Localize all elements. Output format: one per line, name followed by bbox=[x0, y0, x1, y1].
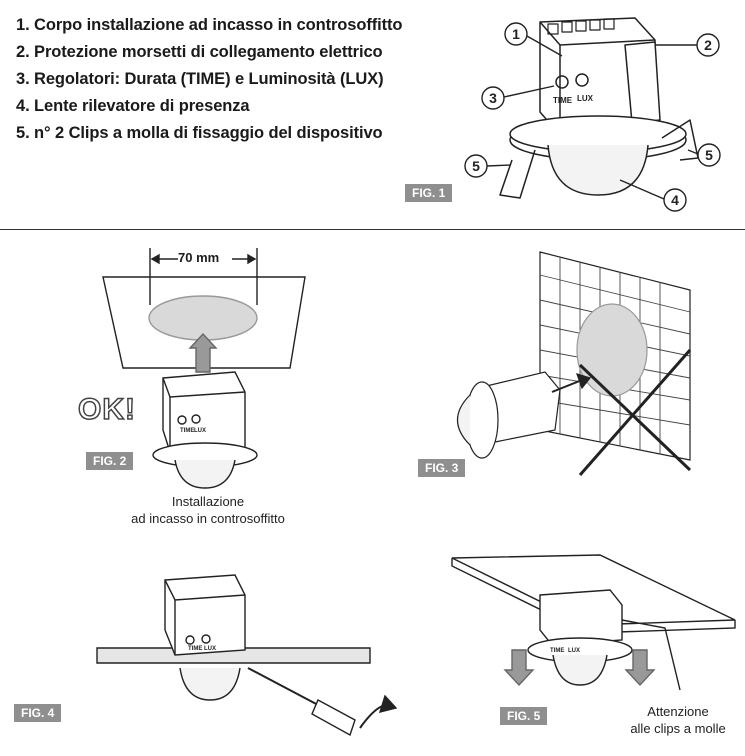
callout-3: 3 bbox=[489, 90, 497, 106]
parts-list-item: 4. Lente rilevatore di presenza bbox=[16, 97, 250, 115]
fig2-dimension-label: 70 mm bbox=[178, 250, 220, 265]
fig2-label: FIG. 2 bbox=[86, 452, 134, 470]
parts-list-item: 5. n° 2 Clips a molla di fissaggio del d… bbox=[16, 124, 383, 142]
fig1-device-illustration: TIME LUX 1 2 3 4 5 5 bbox=[464, 17, 721, 212]
parts-list-item: 3. Regolatori: Durata (TIME) e Luminosit… bbox=[16, 70, 384, 88]
callout-5: 5 bbox=[705, 147, 713, 163]
fig5-note: Attenzione alle clips a molle bbox=[630, 704, 726, 736]
callout-1: 1 bbox=[512, 26, 520, 42]
svg-text:LUX: LUX bbox=[577, 94, 594, 103]
fig3-label: FIG. 3 bbox=[418, 459, 466, 477]
svg-text:TIME: TIME bbox=[550, 648, 564, 654]
fig2-ok-text: OK! bbox=[77, 392, 136, 427]
callout-2: 2 bbox=[704, 37, 712, 53]
svg-text:TIME: TIME bbox=[180, 428, 194, 434]
callout-4: 4 bbox=[671, 192, 679, 208]
svg-text:LUX: LUX bbox=[194, 428, 206, 434]
svg-text:LUX: LUX bbox=[204, 646, 216, 652]
fig4-label: FIG. 4 bbox=[14, 704, 62, 722]
svg-text:LUX: LUX bbox=[568, 648, 580, 654]
fig2-caption: Installazione ad incasso in controsoffit… bbox=[131, 494, 285, 526]
parts-list-item: 2. Protezione morsetti di collegamento e… bbox=[16, 43, 383, 61]
svg-text:TIME: TIME bbox=[553, 96, 573, 105]
fig1-label: FIG. 1 bbox=[405, 184, 453, 202]
parts-list-item: 1. Corpo installazione ad incasso in con… bbox=[16, 16, 403, 34]
section-divider bbox=[0, 229, 745, 230]
parts-list: 1. Corpo installazione ad incasso in con… bbox=[16, 12, 402, 147]
callout-5: 5 bbox=[472, 158, 480, 174]
svg-text:TIME: TIME bbox=[188, 646, 202, 652]
fig5-label: FIG. 5 bbox=[500, 707, 548, 725]
